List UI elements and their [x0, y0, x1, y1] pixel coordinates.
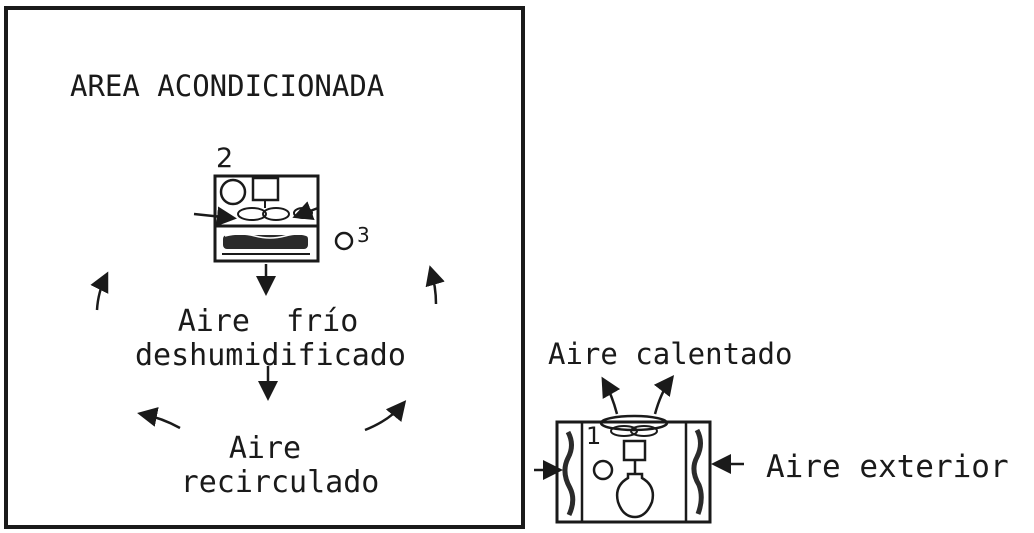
room-title: AREA ACONDICIONADA [70, 69, 385, 103]
outside-air-label: Aire exterior [766, 449, 1009, 485]
heated-air-left-arrow [601, 376, 621, 415]
indoor-fan-icon [237, 207, 267, 221]
outdoor-motor-icon [592, 459, 614, 481]
indoor-unit-number: 2 [216, 143, 234, 174]
outdoor-compressor-icon [615, 472, 655, 519]
compressor-number: 3 [357, 223, 370, 247]
outdoor-unit [555, 414, 712, 524]
cold-air-label-line1: Aire frío [177, 304, 359, 339]
heated-air-label: Aire calentado [548, 337, 793, 371]
outdoor-box-icon [622, 439, 647, 462]
circulation-left-arrow [137, 407, 181, 430]
evaporator-coil-icon [223, 235, 308, 249]
outdoor-left-coil-icon [562, 430, 576, 517]
compressor-icon [334, 231, 354, 251]
conditioned-area-outline [4, 6, 525, 529]
heated-air-right-arrow [653, 375, 675, 415]
outdoor-right-coil-icon [691, 428, 704, 515]
indoor-right-intake-arrow [292, 201, 319, 221]
recirculated-label-line1: Aire [228, 431, 302, 466]
circulation-right-up-arrow [425, 265, 445, 305]
cold-air-label-line2: deshumidificado [135, 338, 406, 373]
indoor-motor-icon [219, 178, 247, 206]
indoor-box-icon [251, 176, 280, 202]
circulation-left-up-arrow [90, 271, 109, 311]
outdoor-fan-icon [599, 414, 669, 432]
indoor-left-intake-arrow [193, 206, 237, 227]
recirculated-label-line2: recirculado [180, 465, 380, 500]
circulation-right-arrow [364, 400, 407, 432]
outdoor-unit-number: 1 [586, 422, 602, 450]
